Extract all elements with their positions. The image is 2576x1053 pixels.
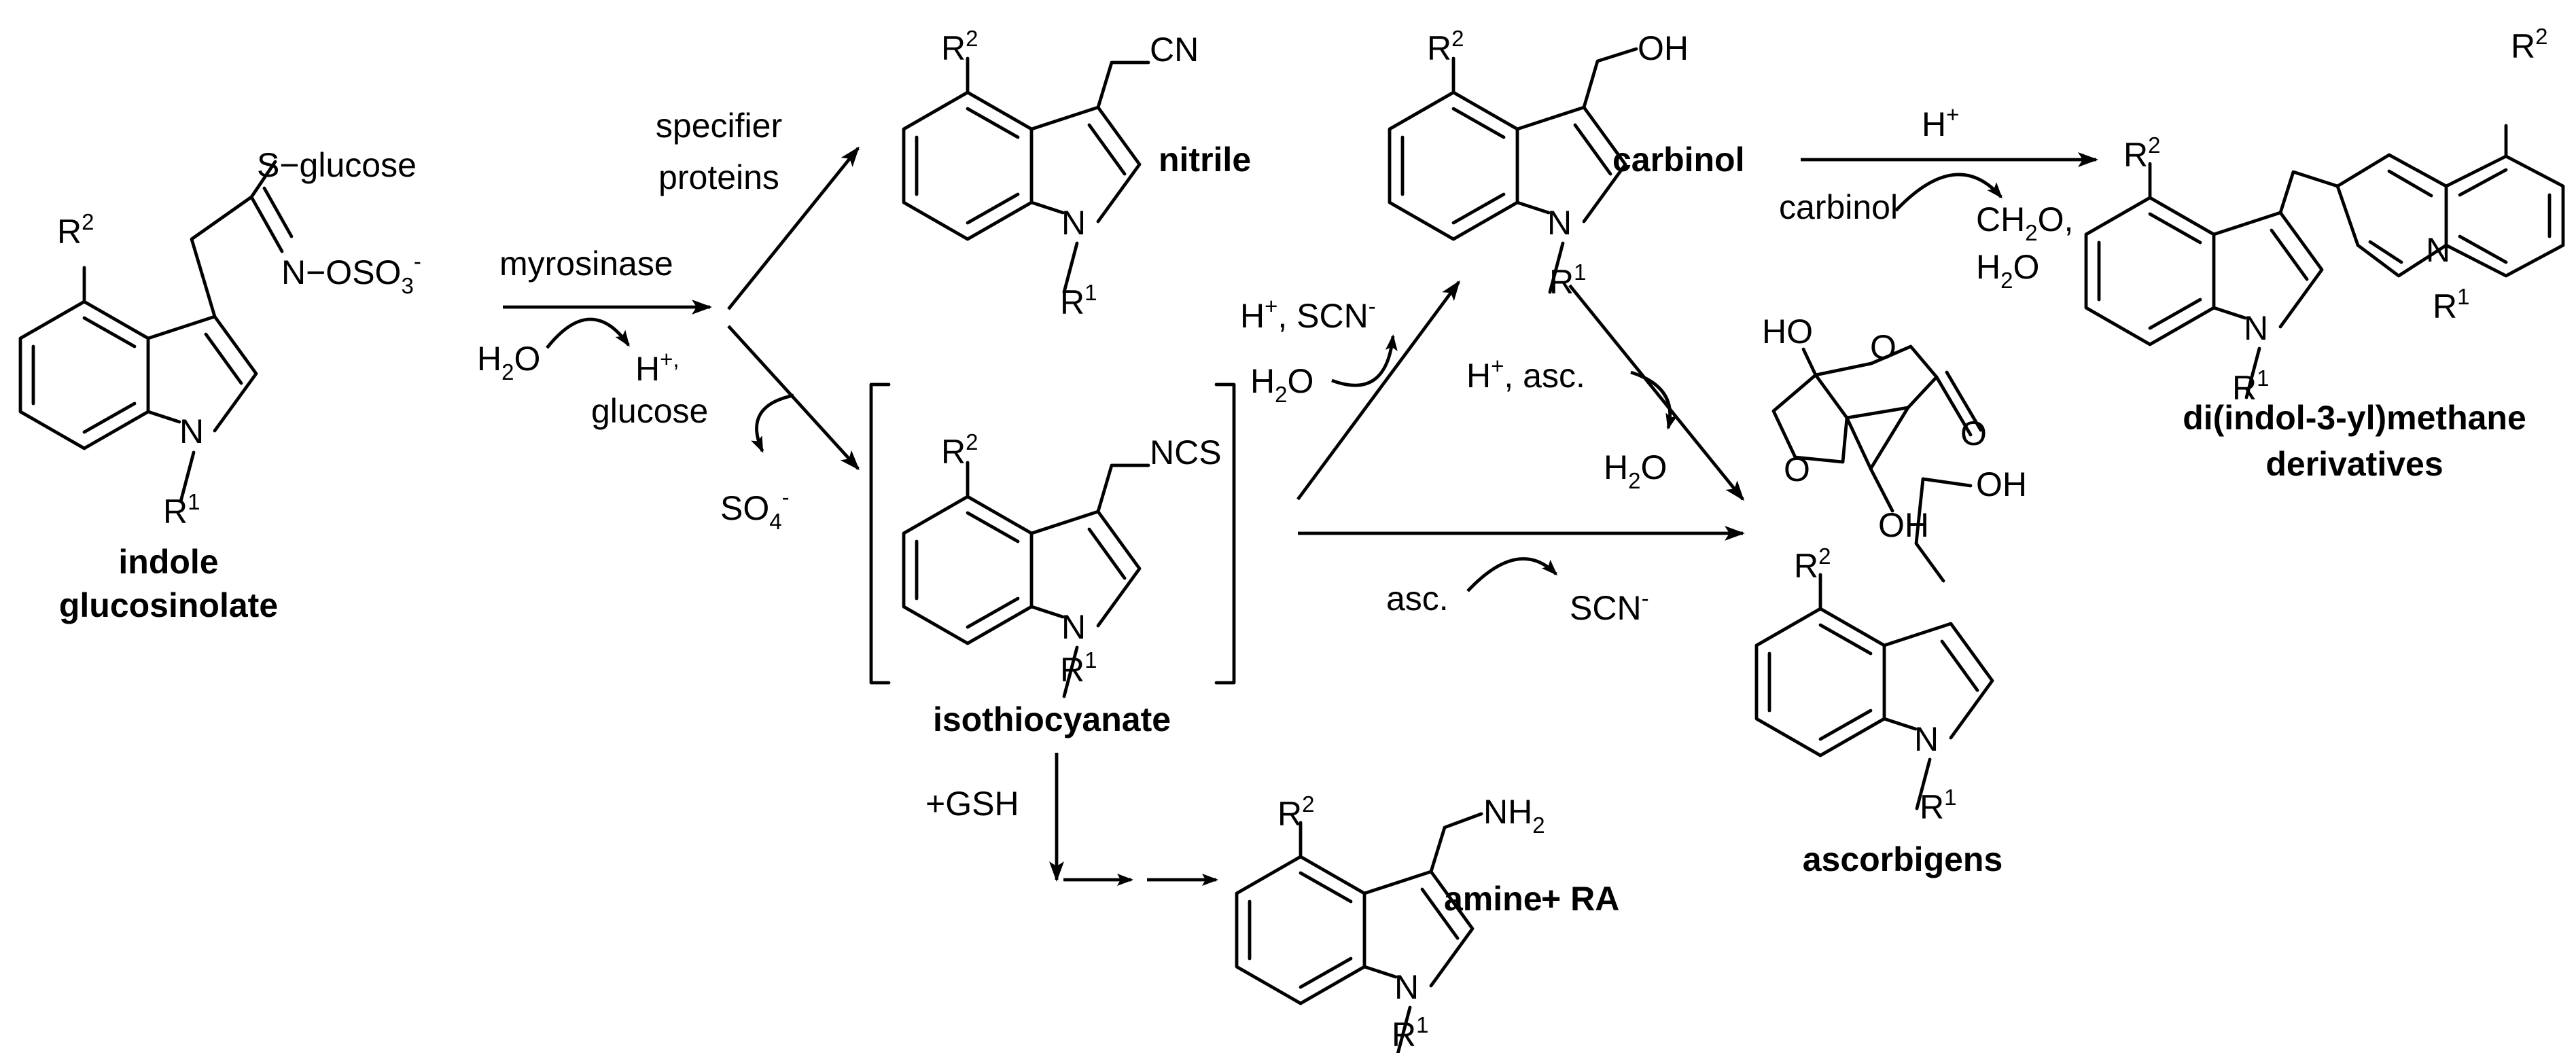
carbinol-r2-label: R2 [1427,26,1464,67]
h-asc-curved-arrow [1630,370,1678,430]
nitrogen-label: N [179,412,204,450]
carbinol-structure: R2 OH N R1 carbinol [1390,26,1744,301]
ascorbigen-oh1-label: OH [1878,506,1929,544]
dim-curved-arrow [1894,173,2002,212]
indole-glucosinolate-structure: R2 N R1 S−glucose N−OSO3- indole glucosi… [20,146,421,624]
arrow-to-nitrile [727,146,860,310]
h-scn-label: H+, SCN- [1240,293,1376,335]
carbonyl-o-label: O [1960,414,1987,452]
dim-right-r2-label: R2 [2511,24,2547,65]
arrow-to-isothiocyanate [727,325,860,471]
dim-proton-label: H+ [1922,102,1959,143]
specifier-label-1: specifier [656,107,782,145]
dim-left-n-label: N [2244,309,2268,347]
carbinol-oh-label: OH [1638,29,1689,67]
amine-group-label: NH2 [1483,793,1545,838]
proton-label: H+, [635,346,680,388]
amine-name: amine [1444,880,1542,918]
formaldehyde-label: CH2O, [1976,200,2073,245]
ho-label: HO [1762,313,1813,351]
amine-r2-label: R2 [1277,791,1314,833]
amine-structure: R2 NH2 N R1 amine + RA [1237,791,1619,1053]
nitrile-n-label: N [1061,204,1086,242]
dim-structure: R2 N R1 R2 N R1 di(indol-3-yl)methane de… [2086,24,2565,483]
indole-glucosinolate-name-2: glucosinolate [59,586,278,624]
itc-r1-label: R1 [1060,647,1097,689]
amine-r1-label: R1 [1392,1012,1428,1053]
scn-label: SCN- [1570,586,1649,627]
oxime-sulfate-label: N−OSO3- [281,249,421,298]
arrow-itc-to-carbinol [1296,280,1460,501]
s-glucose-label: S−glucose [257,146,417,184]
dim-right-n-label: N [2426,231,2450,269]
isothiocyanate-name: isothiocyanate [933,700,1171,738]
ra-label: + RA [1541,880,1619,918]
asc-water-label: H2O [1604,448,1667,493]
itc-carbinol-water-label: H2O [1250,362,1313,407]
ascorbigen-n-label: N [1914,720,1939,758]
asc-label: asc. [1386,579,1449,618]
nitrile-r1-label: R1 [1060,280,1097,321]
itc-r2-label: R2 [941,429,978,471]
myrosinase-label: myrosinase [499,245,673,283]
amine-n-label: N [1394,968,1419,1006]
ring-o-label: O [1784,450,1810,488]
sulfate-label: SO4- [720,484,790,534]
water-curved-arrow [546,317,630,349]
dim-water-label: H2O [1976,248,2039,293]
dim-left-r2-label: R2 [2123,132,2160,174]
nitrile-name: nitrile [1159,141,1251,179]
carbinol-r1-label: R1 [1549,260,1586,301]
dim-right-r1-label: R1 [2433,284,2469,325]
ascorbigen-oh2-label: OH [1976,465,2027,503]
itc-n-label: N [1061,608,1086,646]
water-label: H2O [477,340,540,385]
dim-name-1: di(indol-3-yl)methane [2183,399,2526,437]
isothiocyanate-structure: R2 NCS N R1 isothiocyanate [869,382,1236,738]
myrosinase-step: myrosinase H2O H+, glucose [477,245,712,430]
dim-carbinol-label: carbinol [1779,188,1898,226]
indole-glucosinolate-name-1: indole [118,543,218,581]
ascorbigen-structure: HO O O O OH OH R2 N R1 ascorbigens [1757,313,2027,878]
ascorbigen-r1-label: R1 [1920,785,1956,826]
h-asc-label: H+, asc. [1466,353,1585,395]
carbinol-n-label: N [1547,204,1572,242]
ascorbigens-name: ascorbigens [1803,840,2003,878]
carbinol-name: carbinol [1612,141,1744,179]
nitrile-structure: R2 CN N R1 nitrile [904,26,1251,321]
h-scn-curved-arrow [1331,334,1398,387]
ascorbigen-r2-label: R2 [1794,543,1831,585]
asc-curved-arrow [1466,557,1558,592]
r2-label: R2 [57,209,94,251]
lactone-o-label: O [1870,328,1896,366]
sulfate-curved-arrow [751,393,794,453]
dim-name-2: derivatives [2265,445,2443,483]
nitrile-group-label: CN [1150,31,1199,69]
r1-label: R1 [163,489,200,531]
arrow-carbinol-to-ascorbigen [1568,284,1744,501]
gsh-label: +GSH [925,785,1019,823]
right-bracket [1214,382,1236,685]
dim-left-r1-label: R1 [2232,365,2269,407]
nitrile-r2-label: R2 [941,26,978,67]
itc-group-label: NCS [1150,433,1222,471]
specifier-label-2: proteins [658,158,779,196]
left-bracket [869,382,891,685]
glucose-label: glucose [591,392,708,430]
